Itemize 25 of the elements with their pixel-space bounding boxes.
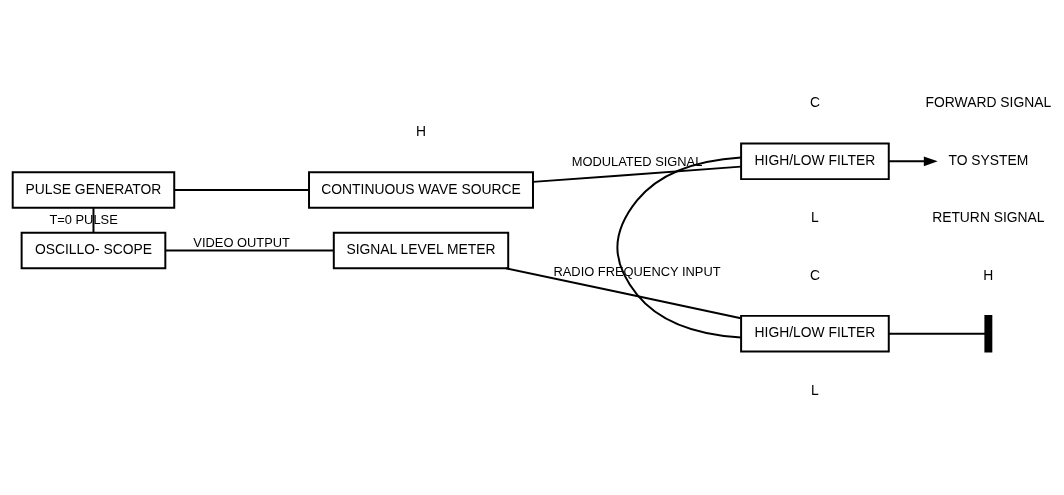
node-box: HIGH/LOW FILTER bbox=[740, 142, 890, 181]
node-resistor bbox=[984, 314, 993, 353]
label: C bbox=[809, 94, 820, 111]
connector bbox=[887, 332, 987, 335]
edge-label: MODULATED SIGNAL bbox=[571, 153, 703, 169]
connector bbox=[173, 189, 310, 191]
arrow bbox=[887, 156, 938, 167]
node-box: OSCILLO- SCOPE bbox=[20, 231, 167, 270]
node-box: PULSE GENERATOR bbox=[11, 171, 176, 209]
label: RETURN SIGNAL bbox=[932, 209, 1045, 226]
label: L bbox=[811, 209, 819, 226]
node-text: TO SYSTEM bbox=[948, 151, 1029, 168]
node-box: HIGH/LOW FILTER bbox=[740, 314, 890, 353]
connector bbox=[164, 249, 335, 252]
label: H bbox=[416, 123, 427, 140]
connector bbox=[505, 267, 742, 320]
connector bbox=[532, 165, 742, 183]
node-box: SIGNAL LEVEL METER bbox=[332, 231, 510, 270]
label: FORWARD SIGNAL bbox=[925, 94, 1052, 111]
connector bbox=[616, 156, 742, 339]
label: H bbox=[983, 266, 994, 283]
label: C bbox=[809, 266, 820, 283]
label: L bbox=[811, 381, 819, 398]
edge-label: VIDEO OUTPUT bbox=[193, 234, 290, 250]
node-box: CONTINUOUS WAVE SOURCE bbox=[308, 171, 534, 209]
